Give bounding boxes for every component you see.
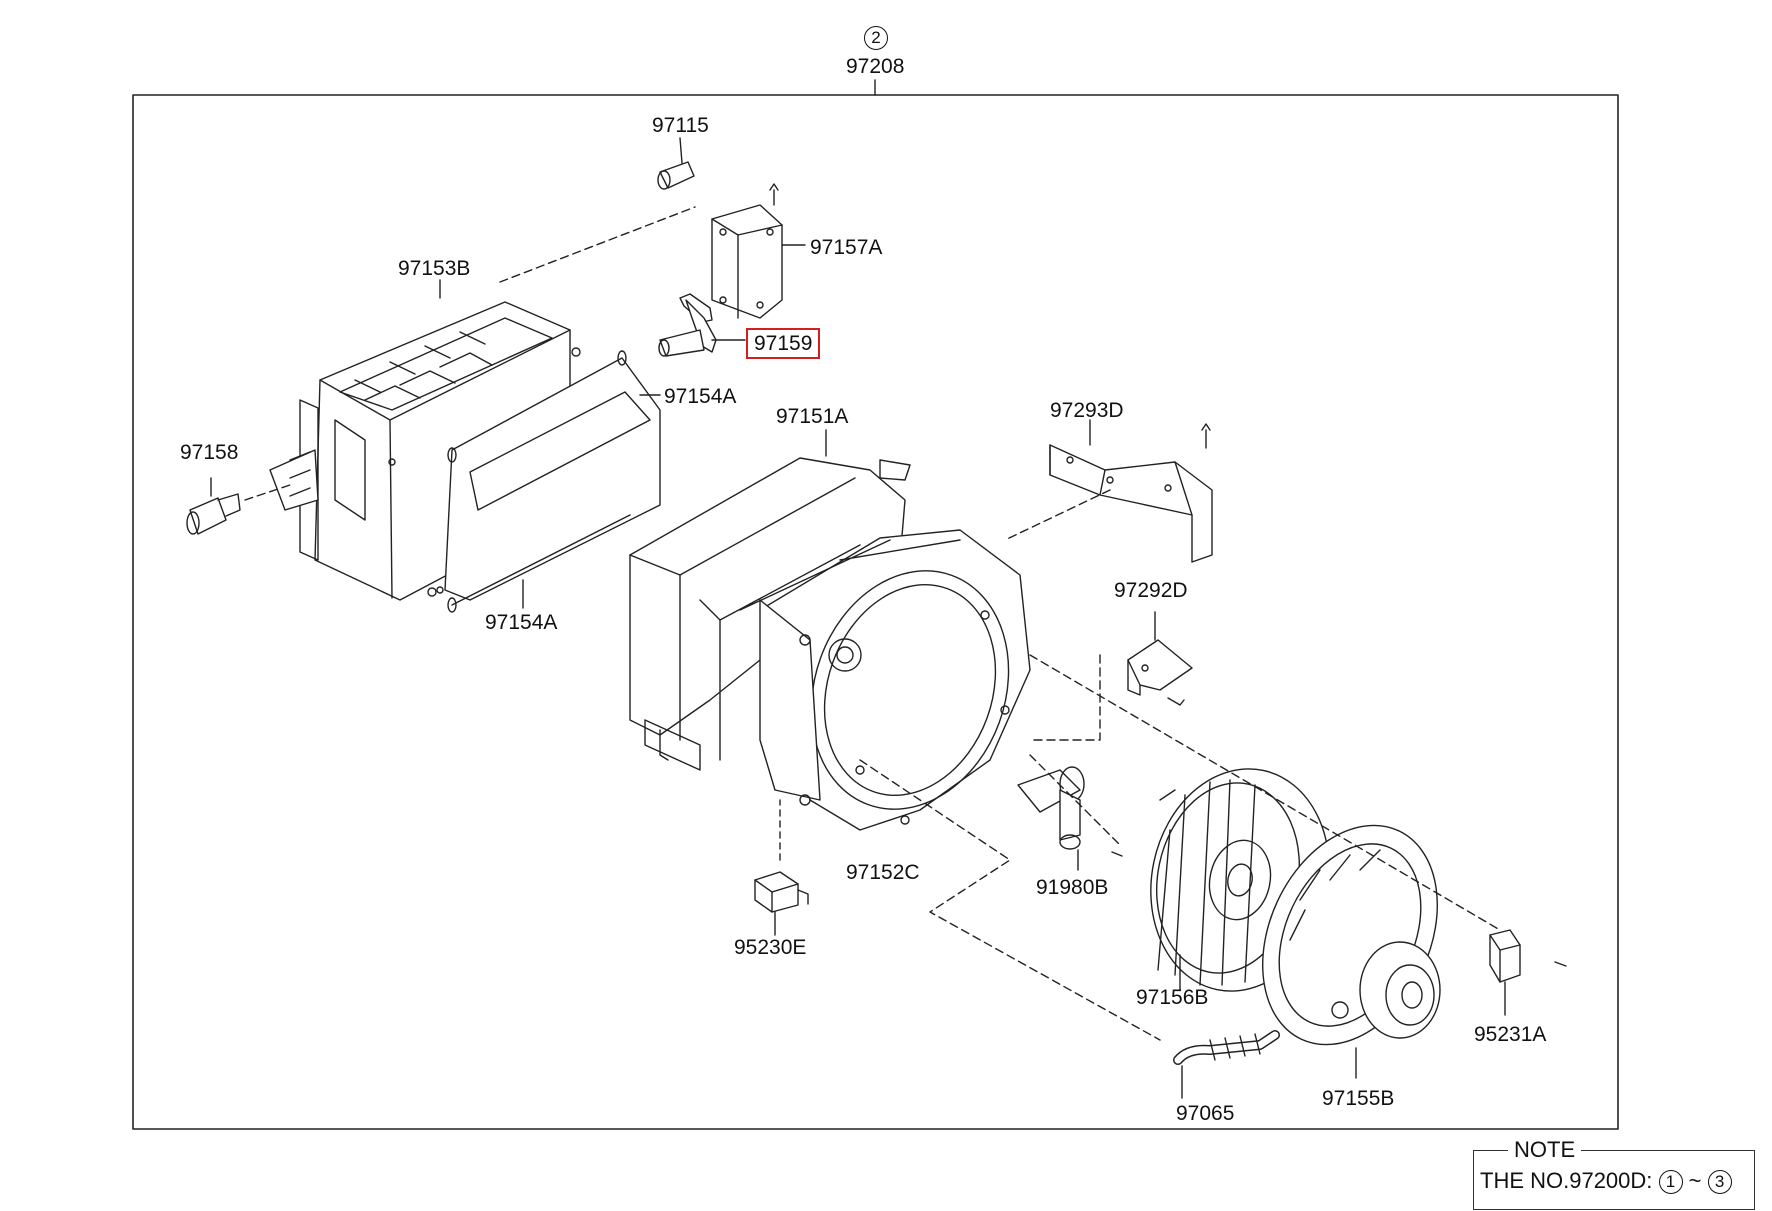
note-range-sep: ~ — [1688, 1168, 1702, 1193]
actuator-97157A — [711, 183, 806, 319]
part-label-95230E[interactable]: 95230E — [734, 936, 807, 959]
pin-97115 — [657, 137, 695, 190]
note-range-start: 1 — [1658, 1170, 1683, 1195]
part-label-97152C[interactable]: 97152C — [846, 861, 920, 884]
relay-95231A — [1489, 929, 1567, 1016]
part-label-95231A[interactable]: 95231A — [1474, 1023, 1547, 1046]
assembly-circle-marker: 2 — [864, 26, 888, 50]
part-label-97293D[interactable]: 97293D — [1050, 399, 1124, 422]
lever-97159 — [658, 293, 746, 357]
part-label-97154A-top[interactable]: 97154A — [664, 385, 737, 408]
part-label-97159-highlighted[interactable]: 97159 — [746, 328, 821, 359]
motor-97155B — [1262, 824, 1441, 1079]
note-text: THE NO.97200D: 1 ~ 3 — [1480, 1168, 1732, 1195]
part-label-97115[interactable]: 97115 — [652, 114, 709, 137]
part-label-97151A[interactable]: 97151A — [776, 405, 849, 428]
part-label-97158[interactable]: 97158 — [180, 441, 239, 464]
heater-core-97154A — [444, 350, 661, 613]
part-label-97157A[interactable]: 97157A — [810, 236, 883, 259]
part-label-97154A-bottom[interactable]: 97154A — [485, 611, 558, 634]
bracket-97292D — [1029, 611, 1193, 741]
relay-95230E — [754, 799, 809, 936]
bracket-97293D — [1004, 419, 1213, 563]
note-range-end: 3 — [1707, 1170, 1732, 1195]
part-label-97292D[interactable]: 97292D — [1114, 579, 1188, 602]
part-label-97155B[interactable]: 97155B — [1322, 1087, 1395, 1110]
sensor-91980B — [1017, 766, 1123, 871]
assembly-lines — [859, 654, 1501, 1041]
note-prefix: THE NO.97200D: — [1480, 1168, 1653, 1193]
part-label-97156B[interactable]: 97156B — [1136, 986, 1209, 1009]
part-label-97065[interactable]: 97065 — [1176, 1102, 1235, 1125]
note-title: NOTE — [1508, 1139, 1582, 1161]
part-label-97153B[interactable]: 97153B — [398, 257, 471, 280]
blower-housing-97151A — [629, 429, 1031, 831]
sensor-97158 — [186, 477, 291, 535]
hose-97065 — [1173, 1030, 1280, 1099]
part-label-91980B[interactable]: 91980B — [1036, 876, 1109, 899]
assembly-number[interactable]: 97208 — [846, 55, 905, 78]
